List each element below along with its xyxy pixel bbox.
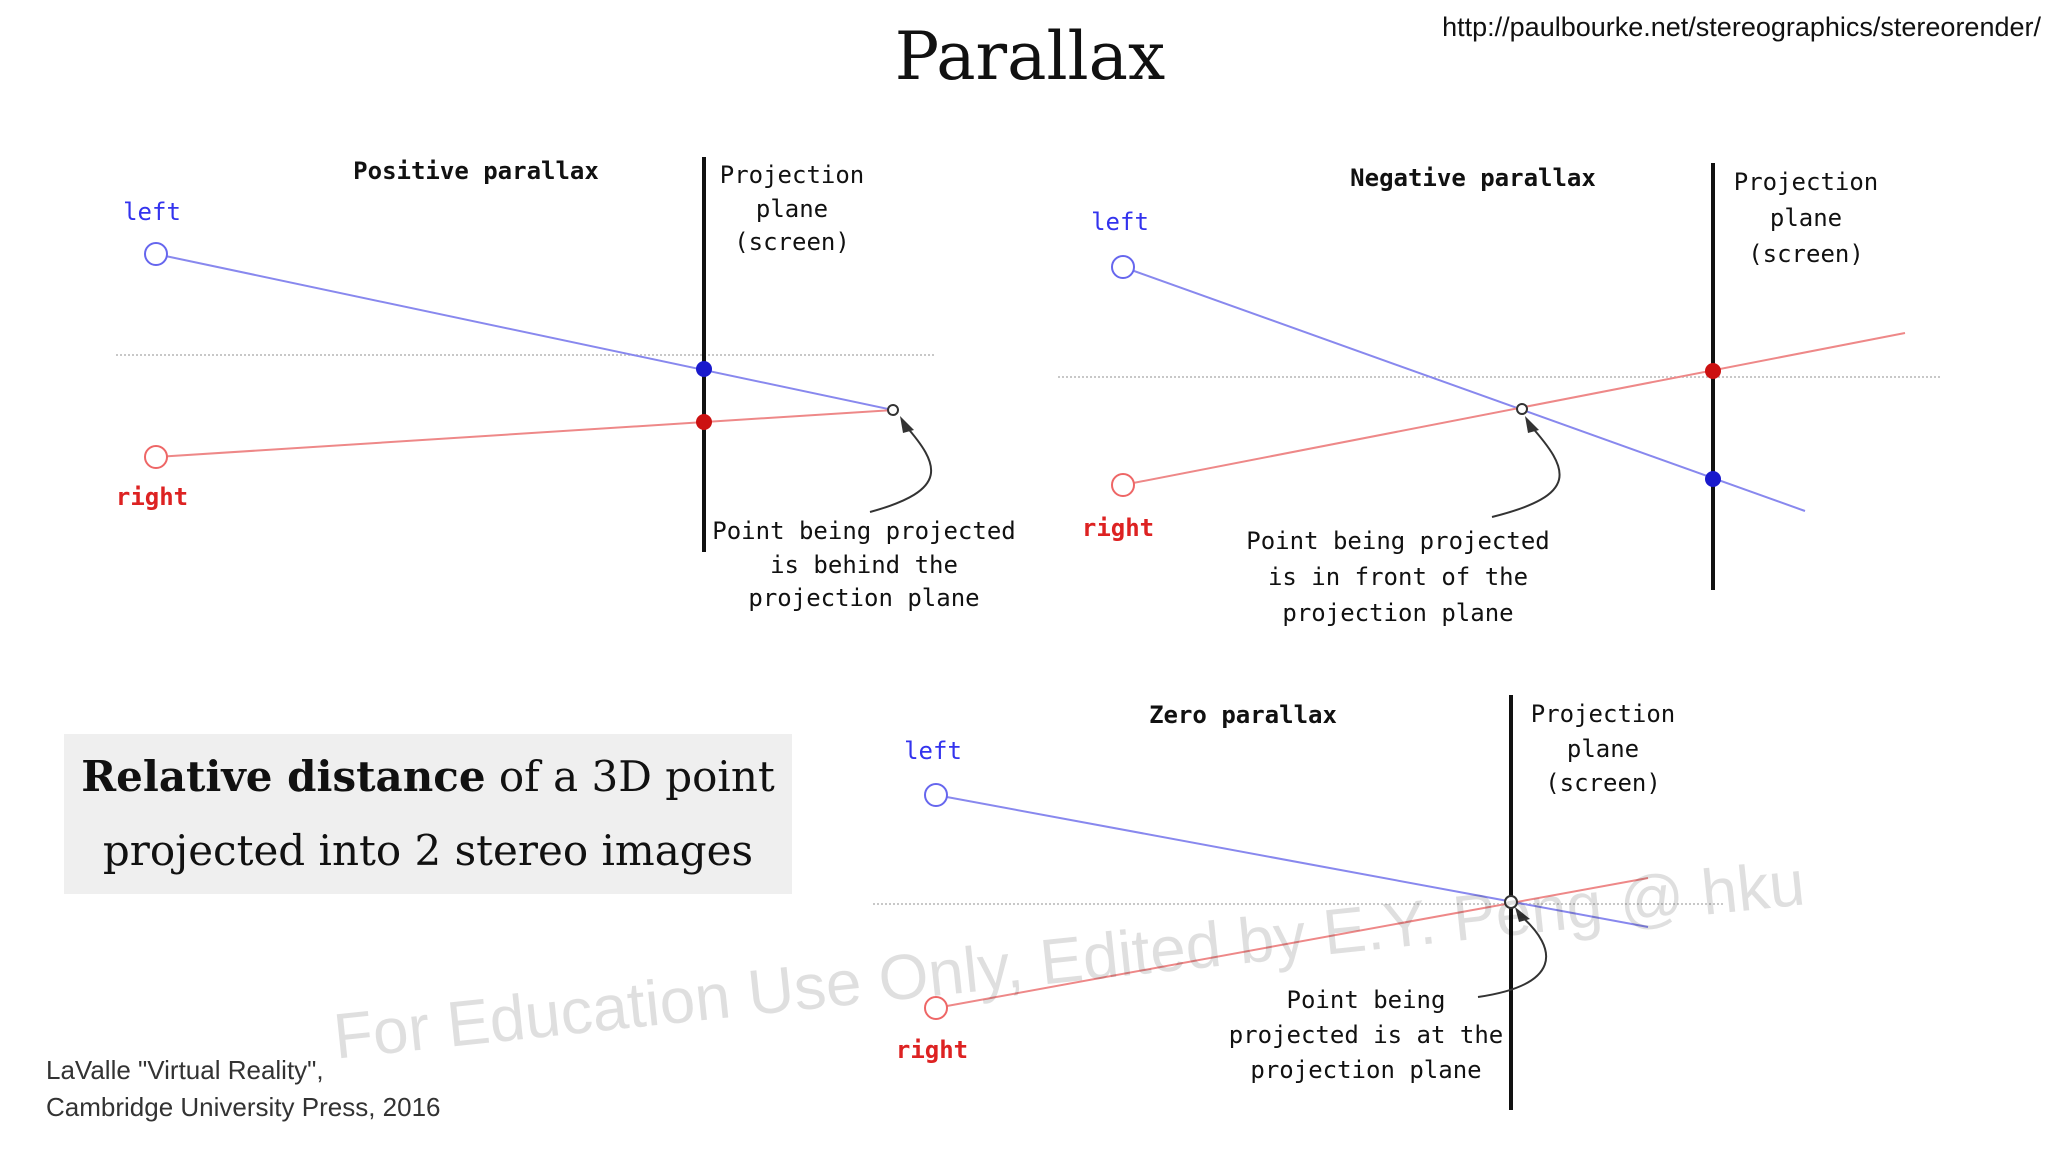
positive-parallax-diagram: Positive parallax left right Projection … <box>116 157 1016 612</box>
negative-right-eye <box>1111 473 1135 497</box>
positive-point-label-1: Point being projected <box>712 517 1015 545</box>
negative-right-label: right <box>1082 514 1154 542</box>
zero-projected-point <box>1504 895 1518 909</box>
zero-left-label: left <box>904 737 962 765</box>
zero-point-label-1: Point being <box>1287 986 1446 1014</box>
positive-right-ray <box>155 409 894 458</box>
positive-point-label-2: is behind the <box>770 551 958 579</box>
zero-pointer-arrowhead <box>1515 907 1530 922</box>
negative-right-ray <box>1122 332 1906 486</box>
negative-plane-label-2: plane <box>1770 204 1842 232</box>
negative-point-label-3: projection plane <box>1282 599 1513 627</box>
zero-right-label: right <box>896 1036 968 1064</box>
negative-plane-label-1: Projection <box>1734 168 1879 196</box>
positive-left-eye <box>144 242 168 266</box>
positive-left-plane-hit <box>696 361 712 377</box>
negative-parallax-diagram: Negative parallax left right Projection … <box>1058 163 1940 627</box>
negative-left-ray <box>1122 266 1806 512</box>
negative-title: Negative parallax <box>1350 164 1596 192</box>
callout-bold-text: Relative distance <box>81 752 486 801</box>
zero-left-eye <box>924 783 948 807</box>
positive-left-ray <box>155 253 894 411</box>
negative-point-label-2: is in front of the <box>1268 563 1528 591</box>
callout-line-1-rest: of a 3D point <box>485 752 775 801</box>
citation-line-2: Cambridge University Press, 2016 <box>46 1092 441 1122</box>
negative-point-label-1: Point being projected <box>1246 527 1549 555</box>
zero-plane-label-3: (screen) <box>1545 769 1661 797</box>
negative-plane-label-3: (screen) <box>1748 240 1864 268</box>
negative-left-eye <box>1111 255 1135 279</box>
zero-point-label-3: projection plane <box>1250 1056 1481 1084</box>
positive-plane-label-3: (screen) <box>734 228 850 256</box>
positive-pointer-arrow <box>869 424 933 513</box>
negative-left-plane-hit <box>1705 471 1721 487</box>
zero-title: Zero parallax <box>1149 701 1337 729</box>
positive-point-label-3: projection plane <box>748 584 979 612</box>
zero-parallax-diagram: Zero parallax left right Projection plan… <box>873 695 1723 1110</box>
zero-left-ray <box>935 794 1649 928</box>
positive-plane-label-2: plane <box>756 195 828 223</box>
zero-point-label-2: projected is at the <box>1229 1021 1504 1049</box>
positive-projected-point <box>887 404 899 416</box>
negative-pointer-arrow <box>1491 424 1561 518</box>
negative-pointer-arrowhead <box>1525 416 1539 433</box>
negative-left-label: left <box>1091 208 1149 236</box>
positive-title: Positive parallax <box>353 157 599 185</box>
positive-left-label: left <box>123 198 181 226</box>
citation-line-1: LaValle "Virtual Reality", <box>46 1055 324 1085</box>
positive-right-eye <box>144 445 168 469</box>
zero-plane-label-2: plane <box>1567 735 1639 763</box>
callout-line-1: Relative distance of a 3D point <box>64 740 792 814</box>
negative-projected-point <box>1516 403 1528 415</box>
relative-distance-callout: Relative distance of a 3D point projecte… <box>64 734 792 894</box>
zero-pointer-arrow <box>1477 914 1548 998</box>
zero-right-ray <box>935 877 1649 1009</box>
slide-title: Parallax <box>894 18 1166 95</box>
citation: LaValle "Virtual Reality", Cambridge Uni… <box>46 1052 441 1126</box>
negative-right-plane-hit <box>1705 363 1721 379</box>
callout-line-2: projected into 2 stereo images <box>102 826 754 875</box>
positive-right-label: right <box>116 483 188 511</box>
zero-plane-label-1: Projection <box>1531 700 1676 728</box>
positive-pointer-arrowhead <box>900 416 914 433</box>
source-url[interactable]: http://paulbourke.net/stereographics/ste… <box>1442 12 2041 42</box>
zero-right-eye <box>924 996 948 1020</box>
positive-plane-label-1: Projection <box>720 161 865 189</box>
positive-right-plane-hit <box>696 414 712 430</box>
